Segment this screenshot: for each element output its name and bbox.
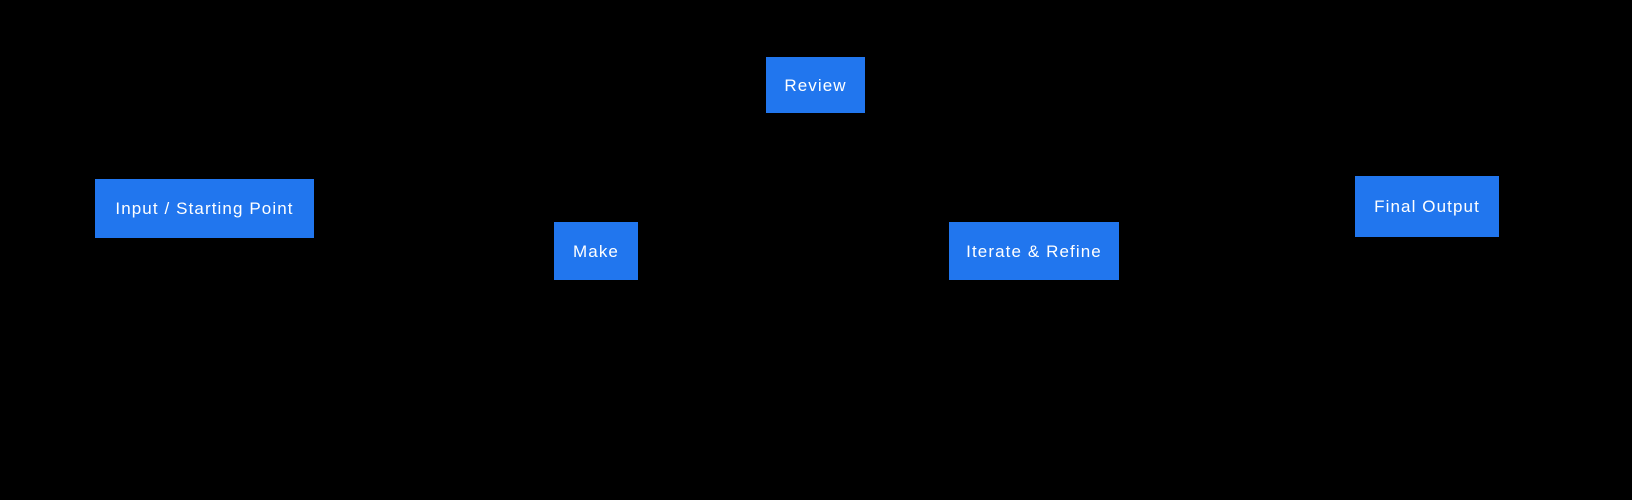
node-final-output[interactable]: Final Output [1355, 176, 1499, 237]
node-label-review: Review [784, 75, 847, 95]
node-label-make: Make [573, 241, 619, 261]
node-input-starting-point[interactable]: Input / Starting Point [95, 179, 314, 238]
node-label-final-output: Final Output [1374, 197, 1480, 216]
node-make[interactable]: Make [554, 222, 638, 280]
node-review[interactable]: Review [766, 57, 865, 113]
node-label-input-starting-point: Input / Starting Point [115, 199, 294, 218]
node-label-iterate-refine: Iterate & Refine [966, 241, 1102, 261]
node-iterate-refine[interactable]: Iterate & Refine [949, 222, 1119, 280]
